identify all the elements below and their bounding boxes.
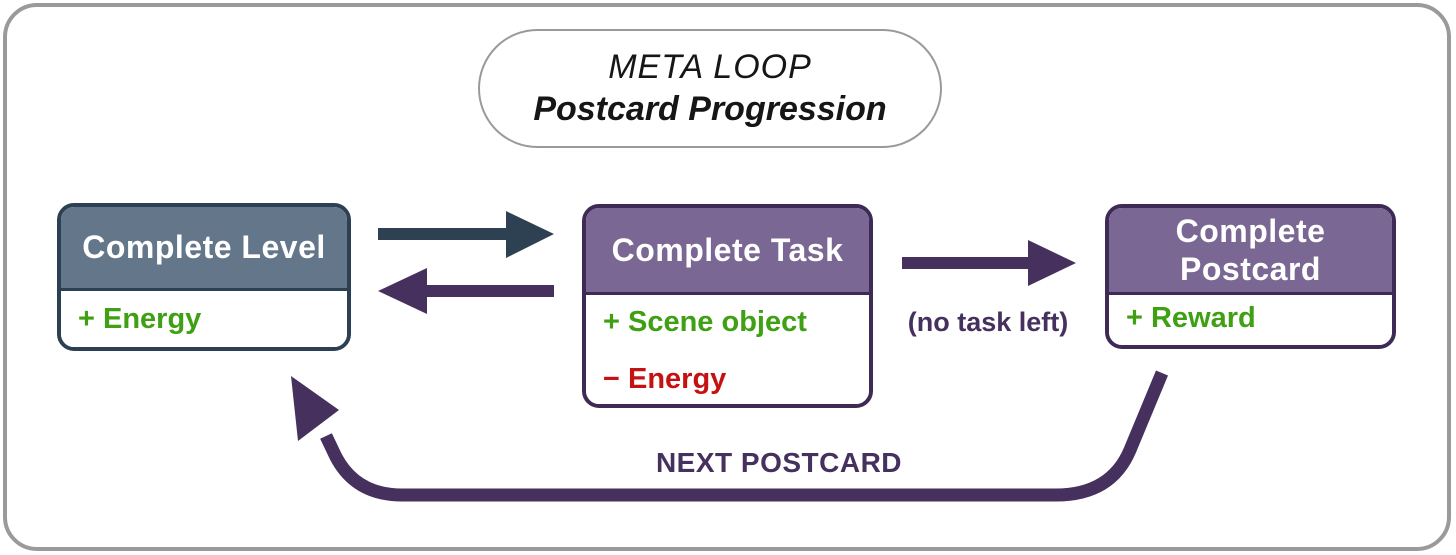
no-task-left-label: (no task left) [907,307,1069,337]
effect-gain-energy: + Energy [78,303,202,335]
effect-lose-energy: − Energy [603,363,727,395]
effect-gain-reward: + Reward [1126,302,1256,334]
arrow-level-to-task [378,211,554,258]
node-complete-level-body: + Energy [61,291,347,347]
loop-next-postcard-arrowhead [291,376,339,441]
meta-loop-title: META LOOP [608,48,812,86]
node-complete-postcard-header: Complete Postcard [1109,208,1392,295]
diagram-title-pill: META LOOP Postcard Progression [478,29,942,148]
node-complete-postcard-title: Complete Postcard [1175,213,1326,287]
arrow-task-to-level [378,268,554,314]
node-complete-level-header: Complete Level [61,207,347,291]
node-complete-task: Complete Task + Scene object − Energy [582,204,873,408]
postcard-progression-subtitle: Postcard Progression [533,90,887,128]
node-complete-postcard: Complete Postcard + Reward [1105,204,1396,349]
node-complete-postcard-body: + Reward [1109,295,1392,341]
loop-next-postcard-line [320,370,1169,502]
node-complete-level: Complete Level + Energy [57,203,351,351]
arrow-task-to-postcard [902,240,1076,286]
effect-gain-scene-object: + Scene object [603,306,807,338]
node-complete-task-body: + Scene object − Energy [586,305,869,396]
node-complete-task-header: Complete Task [586,208,869,295]
next-postcard-label: NEXT POSTCARD [655,447,903,478]
